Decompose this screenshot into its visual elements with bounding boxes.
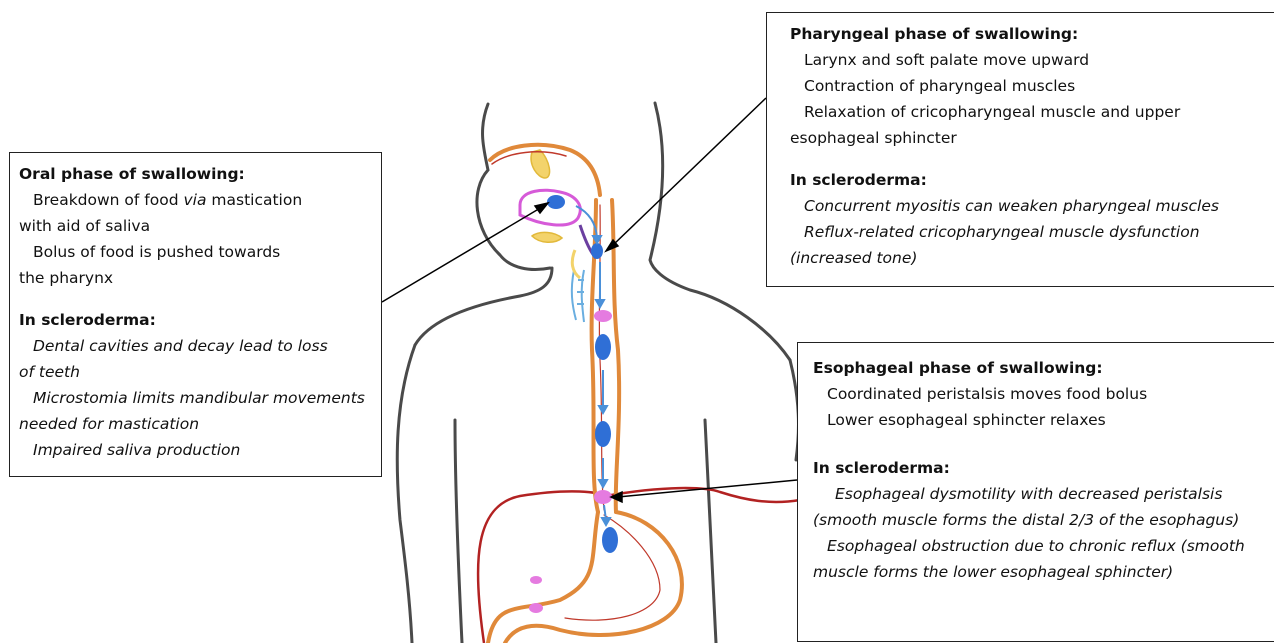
esophageal-phase-box: Esophageal phase of swallowing: Coordina… bbox=[797, 342, 1274, 642]
oral-callout-line bbox=[382, 207, 542, 302]
left-arm-outline bbox=[397, 345, 415, 643]
stomach-bolus bbox=[602, 527, 618, 553]
oral-scleroderma-line-4: needed for mastication bbox=[19, 411, 381, 437]
esophagus-bolus-2 bbox=[595, 421, 611, 447]
pharyngeal-callout-line bbox=[612, 98, 766, 246]
pharyngeal-phase-line-4: esophageal sphincter bbox=[790, 125, 1274, 151]
stomach-outline bbox=[488, 512, 682, 643]
digestive-tract bbox=[488, 145, 682, 643]
left-torso-outline bbox=[455, 420, 462, 643]
esophageal-scleroderma-line-4: muscle forms the lower esophageal sphinc… bbox=[813, 559, 1274, 585]
oral-phase-line-1: Breakdown of food via mastication bbox=[19, 187, 381, 213]
oral-cavity bbox=[520, 150, 580, 242]
pharyngeal-scleroderma-line-1: Concurrent myositis can weaken pharyngea… bbox=[790, 193, 1274, 219]
esophageal-scleroderma-line-2: (smooth muscle forms the distal 2/3 of t… bbox=[813, 507, 1274, 533]
esophageal-scleroderma-line-3: Esophageal obstruction due to chronic re… bbox=[813, 533, 1274, 559]
esophageal-scleroderma-title: In scleroderma: bbox=[813, 455, 1274, 481]
palate-lower bbox=[532, 232, 562, 242]
upper-esophageal-sphincter bbox=[594, 310, 612, 322]
right-torso-outline bbox=[705, 420, 716, 643]
tongue bbox=[520, 190, 580, 225]
diaphragm bbox=[478, 488, 800, 643]
oral-phase-title: Oral phase of swallowing: bbox=[19, 161, 381, 187]
oral-callout-head bbox=[535, 203, 548, 213]
cardiac-mark bbox=[530, 576, 542, 584]
pharyngeal-phase-line-3: Relaxation of cricopharyngeal muscle and… bbox=[790, 99, 1274, 125]
oral-scleroderma-line-2: of teeth bbox=[19, 359, 381, 385]
pharyngeal-phase-title: Pharyngeal phase of swallowing: bbox=[790, 21, 1274, 47]
pharyngeal-scleroderma-line-2: Reflux-related cricopharyngeal muscle dy… bbox=[790, 219, 1274, 245]
oral-phase-box: Oral phase of swallowing: Breakdown of f… bbox=[9, 152, 382, 477]
oral-scleroderma-line-1: Dental cavities and decay lead to loss bbox=[19, 333, 381, 359]
oral-scleroderma-title: In scleroderma: bbox=[19, 307, 381, 333]
oral-phase-line-4: the pharynx bbox=[19, 265, 381, 291]
esophageal-phase-title: Esophageal phase of swallowing: bbox=[813, 355, 1274, 381]
pharyngeal-scleroderma-line-3: (increased tone) bbox=[790, 245, 1274, 271]
oral-phase-line-3: Bolus of food is pushed towards bbox=[19, 239, 381, 265]
callout-arrows bbox=[382, 98, 797, 502]
oral-scleroderma-line-3: Microstomia limits mandibular movements bbox=[19, 385, 381, 411]
oral-pharynx-inner bbox=[492, 152, 566, 164]
esophagus-bolus-1 bbox=[595, 334, 611, 360]
oral-scleroderma-line-5: Impaired saliva production bbox=[19, 437, 381, 463]
pharyngeal-phase-line-1: Larynx and soft palate move upward bbox=[790, 47, 1274, 73]
pharyngeal-scleroderma-title: In scleroderma: bbox=[790, 167, 1274, 193]
esophageal-phase-line-2: Lower esophageal sphincter relaxes bbox=[813, 407, 1274, 433]
pharyngeal-phase-line-2: Contraction of pharyngeal muscles bbox=[790, 73, 1274, 99]
pharyngeal-phase-box: Pharyngeal phase of swallowing: Larynx a… bbox=[766, 12, 1274, 287]
head-back-outline bbox=[477, 104, 550, 269]
oral-l1b: mastication bbox=[206, 191, 302, 209]
esophageal-scleroderma-line-1: Esophageal dysmotility with decreased pe… bbox=[813, 481, 1274, 507]
pharynx-bolus bbox=[591, 243, 603, 259]
oral-l1-via: via bbox=[183, 191, 206, 209]
oral-phase-line-2: with aid of saliva bbox=[19, 213, 381, 239]
oral-l1a: Breakdown of food bbox=[33, 191, 183, 209]
palate-upper bbox=[531, 150, 549, 178]
neck-left-outline bbox=[415, 268, 552, 345]
pyloric-sphincter bbox=[529, 603, 543, 613]
esophageal-phase-line-1: Coordinated peristalsis moves food bolus bbox=[813, 381, 1274, 407]
